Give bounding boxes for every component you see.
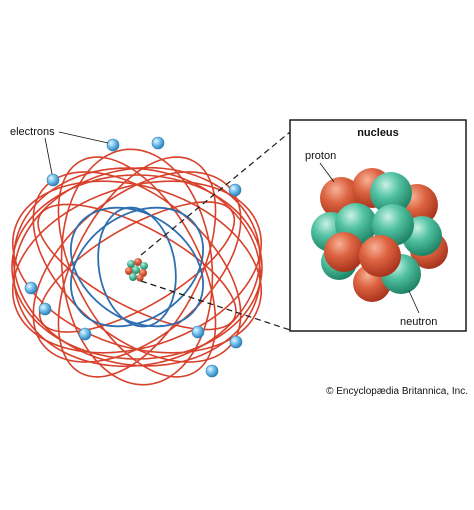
nucleus-title: nucleus bbox=[357, 127, 399, 139]
neutron-label: neutron bbox=[400, 316, 437, 328]
electrons-group bbox=[24, 136, 243, 378]
electrons-leader-lines bbox=[44, 131, 109, 175]
neutron-leader-line bbox=[408, 290, 420, 314]
electron bbox=[191, 325, 205, 339]
proton-particle bbox=[136, 274, 144, 282]
electron bbox=[38, 302, 52, 316]
copyright-notice: © Encyclopædia Britannica, Inc. bbox=[326, 386, 468, 397]
orbit-path bbox=[57, 156, 217, 378]
electron bbox=[151, 136, 165, 150]
proton-particle bbox=[134, 258, 142, 266]
neutron-particle bbox=[127, 260, 135, 268]
neutron-particle bbox=[129, 273, 137, 281]
electron bbox=[229, 335, 243, 349]
orbit-path bbox=[70, 206, 204, 328]
orbit-path bbox=[38, 201, 236, 333]
orbit-path bbox=[37, 203, 237, 331]
electron bbox=[78, 327, 92, 341]
electron bbox=[46, 173, 60, 187]
atom-nucleus bbox=[125, 258, 148, 282]
electron bbox=[24, 281, 38, 295]
neutron-particle bbox=[370, 172, 412, 214]
orbit-path bbox=[12, 167, 262, 367]
neutron-particle bbox=[140, 262, 148, 270]
electrons-label: electrons bbox=[10, 126, 55, 138]
electron bbox=[205, 364, 219, 378]
orbit-path bbox=[13, 166, 261, 368]
electron bbox=[106, 138, 120, 152]
orbit-path bbox=[57, 156, 217, 378]
proton-leader-line bbox=[319, 162, 335, 183]
orbit-path bbox=[11, 174, 263, 360]
proton-particle bbox=[324, 232, 364, 272]
electron bbox=[228, 183, 242, 197]
orbit-path bbox=[11, 180, 263, 354]
neutron-particle bbox=[132, 266, 140, 274]
zoom-dashed-lines bbox=[140, 131, 291, 331]
nucleus-cluster bbox=[311, 168, 448, 302]
proton-label: proton bbox=[305, 150, 336, 162]
orbit-path bbox=[97, 206, 177, 328]
proton-particle bbox=[359, 235, 401, 277]
orbit-path bbox=[11, 180, 263, 354]
proton-particle bbox=[125, 267, 133, 275]
